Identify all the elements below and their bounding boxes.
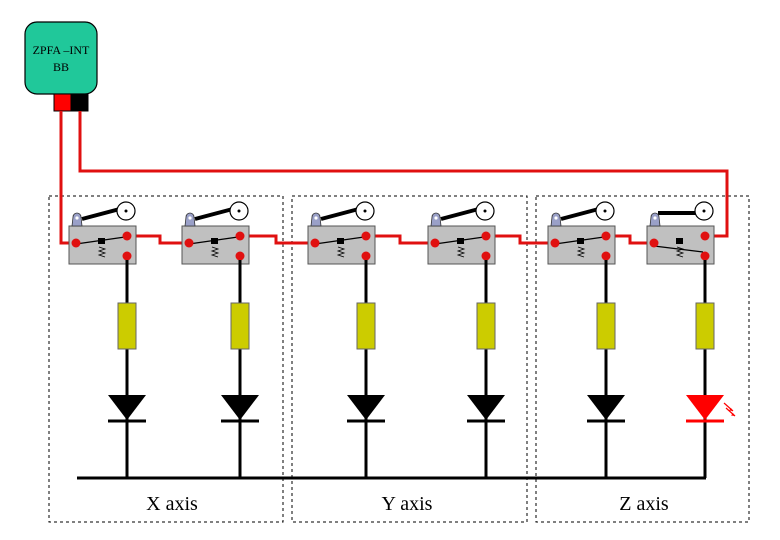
x-axis-group: [48, 195, 284, 523]
switch-roller-axle: [237, 209, 241, 213]
switch-terminal-no: [481, 251, 491, 261]
switch-terminal-no: [601, 251, 611, 261]
switch-roller-axle: [702, 209, 706, 213]
switch-contact: [75, 236, 126, 245]
switch-pivot-hole: [75, 216, 79, 220]
switch-pivot-hole: [188, 216, 192, 220]
switch-plunger: [211, 238, 218, 244]
switch-spring: [97, 246, 107, 258]
wire-switch2-to-switch3: [242, 234, 313, 245]
z-axis-label: Z axis: [619, 493, 669, 515]
controller-box: ZPFA –INT BB: [24, 21, 98, 112]
switch-terminal-no: [122, 251, 132, 261]
switch-terminal-nc: [700, 231, 710, 241]
channel-5: [547, 201, 625, 478]
wire-switch4-to-switch5: [488, 234, 552, 245]
switch-terminal-common: [550, 238, 560, 248]
controller-body: [24, 21, 98, 95]
switch-terminal-no: [700, 251, 710, 261]
resistor: [117, 302, 137, 350]
switch-terminal-common: [430, 238, 440, 248]
switch-terminal-nc: [235, 231, 245, 241]
switch-contact: [554, 236, 605, 245]
led-arrow-2-head: [731, 413, 735, 416]
switch-spring: [336, 246, 346, 258]
switch-pivot-hole: [653, 216, 657, 220]
switch-roller-axle: [363, 209, 367, 213]
connector-negative: [70, 93, 89, 112]
switch-spring: [456, 246, 466, 258]
switch-terminal-nc: [481, 231, 491, 241]
switch-terminal-nc: [361, 231, 371, 241]
channel-2: [181, 201, 259, 478]
resistor: [356, 302, 376, 350]
switch-roller-axle: [603, 209, 607, 213]
resistor: [230, 302, 250, 350]
y-axis-label: Y axis: [382, 493, 433, 515]
switch-terminal-nc: [122, 231, 132, 241]
wire-switch3-to-switch4: [367, 234, 432, 245]
channel-1: [68, 201, 146, 478]
wire-switch1-to-switch2: [128, 234, 187, 245]
switch-contact: [653, 245, 704, 253]
switch-plunger: [98, 238, 105, 244]
diode: [221, 395, 259, 420]
switch-terminal-no: [235, 251, 245, 261]
channel-3: [307, 201, 385, 478]
diode: [347, 395, 385, 420]
switch-pivot-hole: [434, 216, 438, 220]
resistor: [476, 302, 496, 350]
switch-terminal-nc: [601, 231, 611, 241]
red-wiring: [59, 111, 729, 245]
wire-switch5-to-switch6: [608, 234, 652, 245]
switch-contact: [188, 236, 239, 245]
channel-6: [646, 201, 736, 478]
led-lit: [686, 395, 724, 420]
switch-terminal-common: [184, 238, 194, 248]
wire-controller-return: [78, 111, 729, 238]
switch-terminal-common: [310, 238, 320, 248]
diode: [587, 395, 625, 420]
x-axis-label: X axis: [146, 493, 198, 515]
channel-4: [427, 201, 505, 478]
switch-plunger: [457, 238, 464, 244]
controller-label-line1: ZPFA –INT: [33, 43, 90, 57]
switch-plunger: [676, 238, 683, 244]
diode: [108, 395, 146, 420]
diode: [467, 395, 505, 420]
switch-contact: [314, 236, 365, 245]
switch-pivot-hole: [314, 216, 318, 220]
switch-pivot-hole: [554, 216, 558, 220]
z-axis-group: [535, 195, 750, 523]
connector-positive: [53, 93, 72, 112]
resistor: [695, 302, 715, 350]
switch-roller-axle: [124, 209, 128, 213]
switch-spring: [576, 246, 586, 258]
resistor: [596, 302, 616, 350]
switch-terminal-no: [361, 251, 371, 261]
controller-label-line2: BB: [53, 60, 69, 74]
switch-plunger: [577, 238, 584, 244]
switch-contact: [434, 236, 485, 245]
led-arrow-1-head: [729, 408, 733, 411]
y-axis-group: [291, 195, 528, 523]
channels: [68, 201, 736, 478]
switch-roller-axle: [483, 209, 487, 213]
switch-spring: [675, 246, 685, 258]
switch-plunger: [337, 238, 344, 244]
switch-terminal-common: [649, 238, 659, 248]
switch-terminal-common: [71, 238, 81, 248]
switch-spring: [210, 246, 220, 258]
